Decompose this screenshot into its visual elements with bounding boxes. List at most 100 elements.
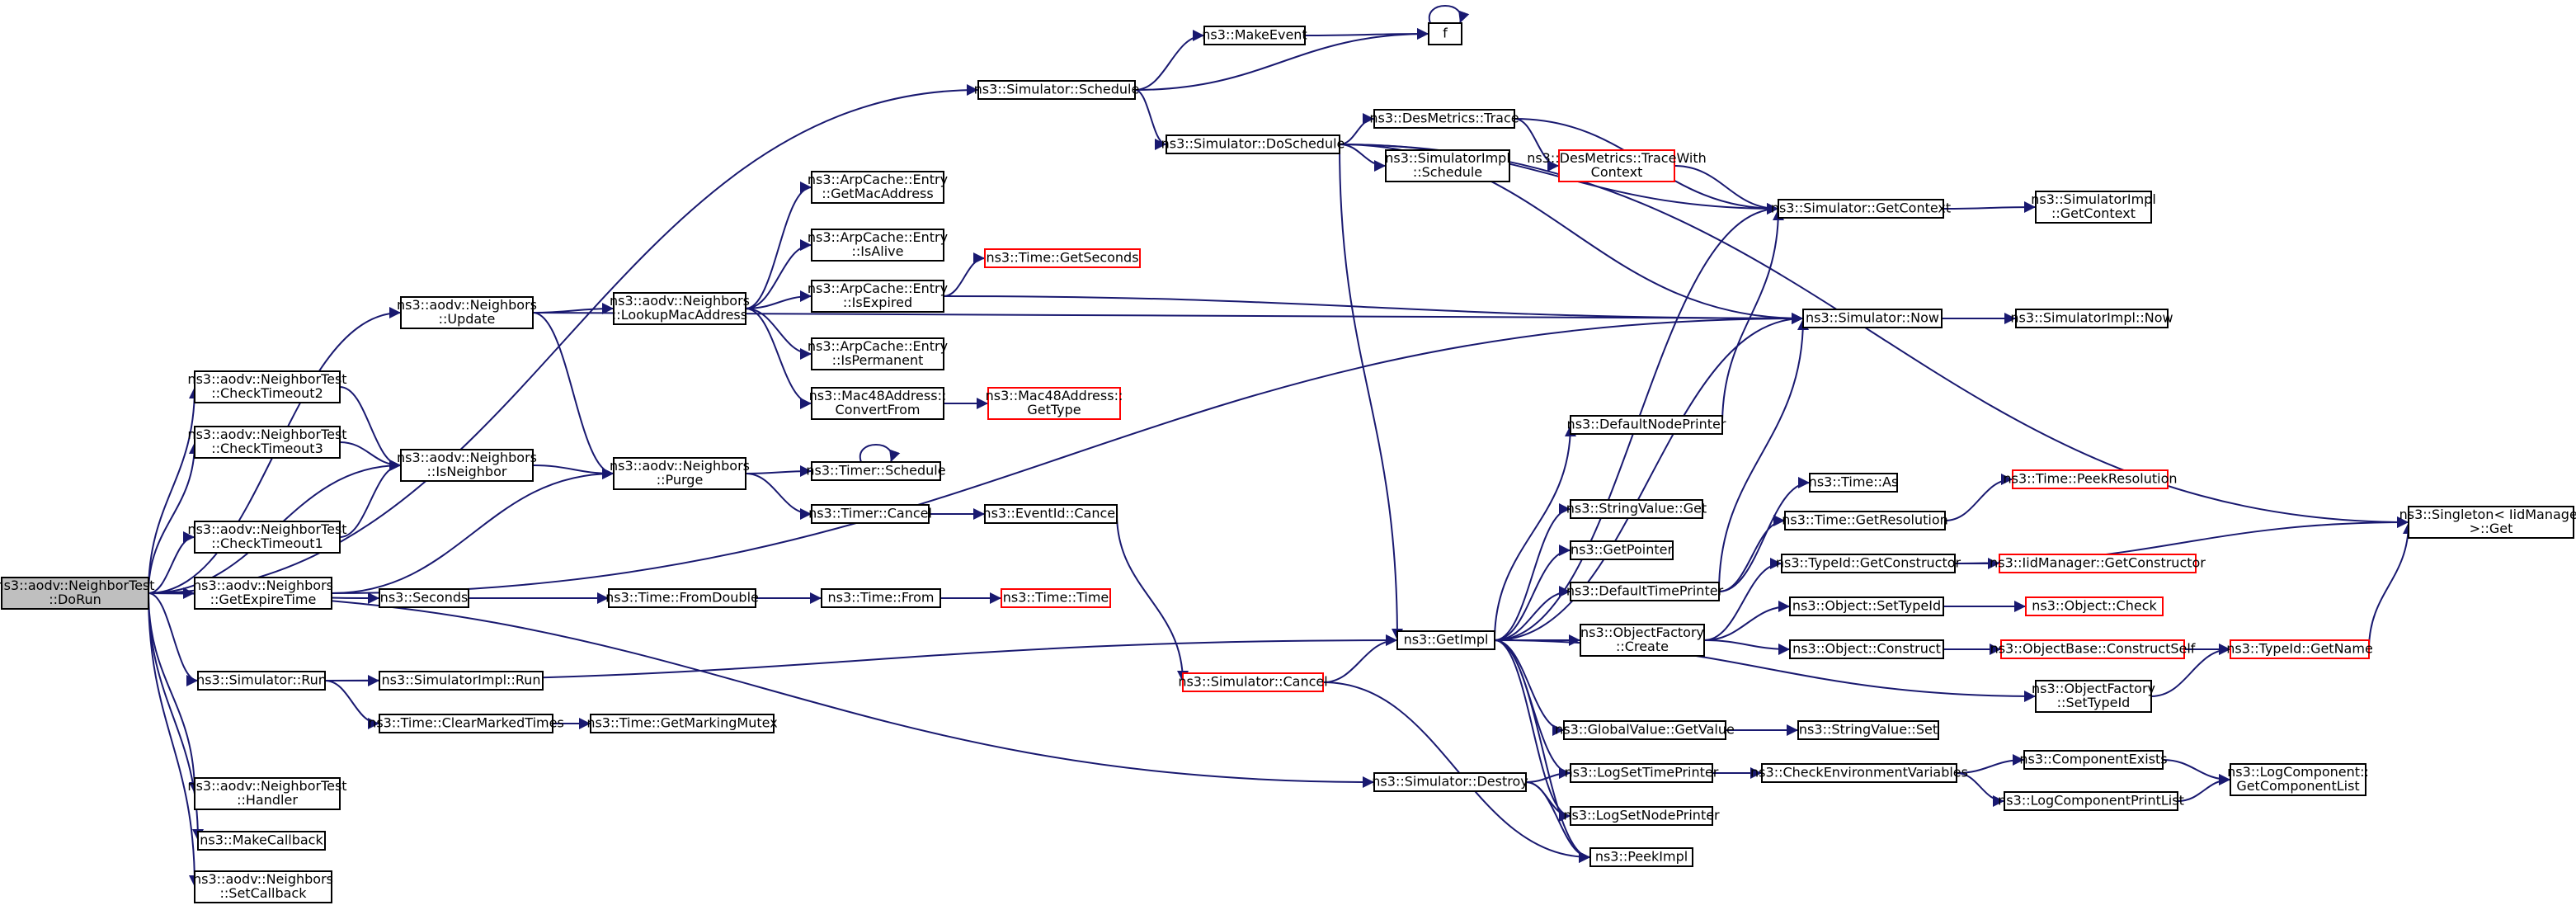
node-seconds[interactable]: ns3::Seconds [379, 588, 469, 608]
node-checkEnvVars[interactable]: ns3::CheckEnvironmentVariables [1750, 763, 1968, 783]
node-isNeighbor[interactable]: ns3::aodv::Neighbors::IsNeighbor [397, 449, 537, 482]
node-getPointer[interactable]: ns3::GetPointer [1570, 540, 1674, 560]
node-lookupMac[interactable]: ns3::aodv::Neighbors::LookupMacAddress [610, 292, 750, 325]
node-timerSchedule[interactable]: ns3::Timer::Schedule [806, 461, 946, 481]
node-timeGetResolution[interactable]: ns3::Time::GetResolution [1782, 511, 1948, 530]
node-handler[interactable]: ns3::aodv::NeighborTest::Handler [187, 777, 347, 810]
node-setCallback[interactable]: ns3::aodv::Neighbors::SetCallback [193, 870, 333, 903]
node-label-objSetTypeId-0: ns3::Object::SetTypeId [1792, 598, 1941, 614]
node-objCheck[interactable]: ns3::Object::Check [2025, 596, 2164, 616]
node-box-globalValueGetValue [1563, 720, 1726, 740]
node-simImplRun[interactable]: ns3::SimulatorImpl::Run [379, 671, 544, 691]
node-singletonGet[interactable]: ns3::Singleton< IidManager >::Get [2399, 506, 2576, 539]
node-logComponentPrintList[interactable]: ns3::LogComponentPrintList [1998, 791, 2184, 811]
node-box-simRun [197, 671, 326, 691]
node-f[interactable]: f [1428, 22, 1462, 45]
node-update[interactable]: ns3::aodv::Neighbors::Update [397, 296, 537, 329]
node-timeGetSeconds[interactable]: ns3::Time::GetSeconds [984, 248, 1141, 268]
node-box-macGetType [987, 387, 1121, 420]
node-fromDouble[interactable]: ns3::Time::FromDouble [605, 588, 759, 608]
node-objSetTypeId[interactable]: ns3::Object::SetTypeId [1789, 596, 1944, 616]
node-timeTime[interactable]: ns3::Time::Time [1001, 588, 1111, 608]
node-label-handler-0: ns3::aodv::NeighborTest [187, 778, 346, 794]
edge-getExpire-to-purge [331, 468, 615, 594]
node-objConstruct[interactable]: ns3::Object::Construct [1789, 639, 1944, 659]
node-simRun[interactable]: ns3::Simulator::Run [196, 671, 327, 691]
node-logSetTimePrinter[interactable]: ns3::LogSetTimePrinter [1565, 763, 1719, 783]
node-timePeekResolution[interactable]: ns3::Time::PeekResolution [2003, 469, 2178, 489]
node-box-objSetTypeId [1789, 596, 1944, 616]
node-label-timePeekResolution-0: ns3::Time::PeekResolution [2003, 471, 2177, 487]
node-convertFrom[interactable]: ns3::Mac48Address::ConvertFrom [809, 387, 947, 420]
node-iidGetConstructor[interactable]: ns3::IidManager::GetConstructor [1990, 554, 2206, 573]
node-getComponentList[interactable]: ns3::LogComponent::GetComponentList [2227, 763, 2369, 796]
node-isPermanent[interactable]: ns3::ArpCache::Entry::IsPermanent [808, 337, 948, 370]
node-box-isExpired [811, 280, 944, 313]
node-macGetType[interactable]: ns3::Mac48Address::GetType [986, 387, 1123, 420]
node-makeEvent[interactable]: ns3::MakeEvent [1202, 26, 1307, 45]
node-isAlive[interactable]: ns3::ArpCache::Entry::IsAlive [808, 229, 948, 262]
node-simDestroy[interactable]: ns3::Simulator::Destroy [1372, 772, 1528, 792]
node-box-logSetNodePrinter [1570, 806, 1713, 826]
node-typeIdGetName[interactable]: ns3::TypeId::GetName [2226, 639, 2373, 659]
node-purge[interactable]: ns3::aodv::Neighbors::Purge [610, 457, 750, 490]
edge-getImpl-to-peekImpl [1494, 639, 1591, 863]
edge-lookupMac-to-getMacAddr [745, 182, 812, 309]
node-label-getImpl-0: ns3::GetImpl [1404, 632, 1489, 648]
node-eventIdCancel[interactable]: ns3::EventId::Cancel [982, 504, 1119, 524]
node-objFactoryCreate[interactable]: ns3::ObjectFactory::Create [1580, 624, 1705, 657]
node-simImplGetContext[interactable]: ns3::SimulatorImpl::GetContext [2031, 191, 2156, 224]
node-simNow[interactable]: ns3::Simulator::Now [1802, 309, 1943, 328]
node-simImplSchedule[interactable]: ns3::SimulatorImpl::Schedule [1385, 149, 1510, 182]
node-simImplNow[interactable]: ns3::SimulatorImpl::Now [2010, 309, 2173, 328]
node-label-getMacAddr-0: ns3::ArpCache::Entry [808, 172, 948, 187]
node-getContext[interactable]: ns3::Simulator::GetContext [1771, 199, 1951, 219]
node-typeIdGetConstructor[interactable]: ns3::TypeId::GetConstructor [1776, 554, 1961, 573]
node-isExpired[interactable]: ns3::ArpCache::Entry::IsExpired [808, 280, 948, 313]
nodes-layer: ns3::aodv::NeighborTest::DoRunns3::aodv:… [0, 22, 2576, 903]
node-label-isNeighbor-1: ::IsNeighbor [427, 464, 507, 479]
node-stringValueSet[interactable]: ns3::StringValue::Set [1797, 720, 1939, 740]
node-label-ct3-1: ::CheckTimeout3 [211, 441, 323, 456]
node-peekImpl[interactable]: ns3::PeekImpl [1589, 847, 1693, 867]
node-box-isAlive [811, 229, 944, 262]
node-stringValueGet[interactable]: ns3::StringValue::Get [1566, 499, 1707, 519]
node-constructSelf[interactable]: ns3::ObjectBase::ConstructSelf [1990, 639, 2196, 659]
node-box-timeGetSeconds [984, 248, 1141, 268]
node-label-simImplSchedule-0: ns3::SimulatorImpl [1385, 150, 1510, 166]
node-label-simImplNow-0: ns3::SimulatorImpl::Now [2010, 310, 2173, 326]
node-label-simImplRun-0: ns3::SimulatorImpl::Run [381, 672, 540, 688]
node-simSchedule[interactable]: ns3::Simulator::Schedule [974, 80, 1140, 100]
node-makeCallback[interactable]: ns3::MakeCallback [197, 831, 326, 851]
node-timeFrom[interactable]: ns3::Time::From [821, 588, 941, 608]
node-desTrace[interactable]: ns3::DesMetrics::Trace [1369, 109, 1519, 129]
edge-objFactoryCreate-to-objConstruct [1703, 639, 1791, 655]
node-label-objFactoryCreate-0: ns3::ObjectFactory [1580, 625, 1704, 640]
node-simCancel[interactable]: ns3::Simulator::Cancel [1178, 672, 1328, 692]
node-getImpl[interactable]: ns3::GetImpl [1396, 630, 1495, 650]
node-getExpire[interactable]: ns3::aodv::Neighbors::GetExpireTime [193, 577, 333, 610]
node-label-macGetType-0: ns3::Mac48Address:: [986, 388, 1123, 403]
node-defaultTimePrinter[interactable]: ns3::DefaultTimePrinter [1566, 582, 1724, 601]
node-getMarkingMutex[interactable]: ns3::Time::GetMarkingMutex [586, 714, 778, 733]
node-componentExists[interactable]: ns3::ComponentExists [2019, 750, 2168, 770]
node-ct2[interactable]: ns3::aodv::NeighborTest::CheckTimeout2 [187, 370, 347, 403]
node-box-isPermanent [811, 337, 944, 370]
node-ct3[interactable]: ns3::aodv::NeighborTest::CheckTimeout3 [187, 426, 347, 459]
node-label-convertFrom-0: ns3::Mac48Address:: [809, 388, 947, 403]
node-defaultNodePrinter[interactable]: ns3::DefaultNodePrinter [1567, 415, 1726, 435]
node-getMacAddr[interactable]: ns3::ArpCache::Entry::GetMacAddress [808, 171, 948, 204]
node-doSchedule[interactable]: ns3::Simulator::DoSchedule [1161, 134, 1345, 154]
node-ct1[interactable]: ns3::aodv::NeighborTest::CheckTimeout1 [187, 521, 347, 554]
node-globalValueGetValue[interactable]: ns3::GlobalValue::GetValue [1555, 720, 1735, 740]
node-label-makeCallback-0: ns3::MakeCallback [200, 832, 323, 848]
edge-ct1-to-isNeighbor [339, 460, 402, 538]
node-timeAs[interactable]: ns3::Time::As [1809, 473, 1899, 493]
node-objFactorySetTypeId[interactable]: ns3::ObjectFactory::SetTypeId [2032, 680, 2155, 713]
node-logSetNodePrinter[interactable]: ns3::LogSetNodePrinter [1563, 806, 1720, 826]
node-box-defaultNodePrinter [1570, 415, 1723, 435]
node-label-simDestroy-0: ns3::Simulator::Destroy [1372, 774, 1528, 790]
node-clearMarked[interactable]: ns3::Time::ClearMarkedTimes [368, 714, 564, 733]
node-timerCancel[interactable]: ns3::Timer::Cancel [808, 504, 932, 524]
